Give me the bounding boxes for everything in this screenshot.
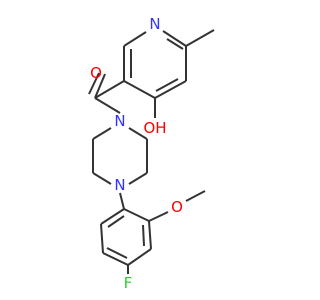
- bond-ph-c3-c4: [127, 248, 152, 266]
- piperazine-n4-label: N: [114, 176, 125, 194]
- bond-c5-c4-inner: [155, 78, 179, 92]
- carbonyl-oxygen-label: O: [90, 64, 102, 82]
- bond-ph-c6-c1-inner: [107, 215, 125, 228]
- bond-carbonyl-n: [94, 97, 121, 114]
- bond-n1-c6-inner: [166, 38, 184, 50]
- bond-ph-c6-c1: [100, 208, 125, 225]
- bond-pip-cb-n4: [92, 172, 112, 185]
- bond-ph-c2-c3: [148, 220, 152, 250]
- bond-pip-n1-ca: [92, 127, 112, 140]
- bond-n1-c6: [162, 30, 187, 47]
- bond-pip-cd-n1: [128, 127, 148, 140]
- bond-ph-c5-c6: [100, 223, 104, 254]
- bond-c6-methyl: [185, 29, 215, 47]
- bond-methoxy-ch3: [185, 190, 206, 202]
- bond-n4-aryl: [119, 192, 125, 210]
- bond-pip-n4-cc: [128, 172, 148, 185]
- bond-ph-c4-c5-inner: [106, 247, 128, 259]
- atom-labels: N O OH N N O F: [90, 15, 183, 292]
- bond-c5-c4: [154, 80, 187, 99]
- pyridine-nitrogen-label: N: [149, 15, 160, 33]
- bond-c4-c3: [123, 80, 156, 99]
- molecule-structure: N O OH N N O F: [88, 15, 215, 292]
- methoxy-oxygen-label: O: [171, 198, 183, 216]
- bond-carbonyl-o-inner: [88, 72, 100, 95]
- bond-ph-c2-c3-inner: [142, 224, 145, 247]
- bond-ph-c4-c5: [102, 252, 129, 266]
- bond-c2-n1: [123, 31, 147, 47]
- bonds: [88, 29, 215, 274]
- fluorine-label: F: [124, 274, 133, 292]
- bond-ph-c1-c2: [123, 208, 150, 222]
- bond-carbonyl-o: [94, 73, 106, 99]
- bond-c3-carbonyl: [94, 80, 125, 99]
- piperazine-n1-label: N: [114, 112, 125, 130]
- bond-ph-methoxy-o: [148, 211, 169, 222]
- hydroxyl-label: OH: [143, 119, 166, 137]
